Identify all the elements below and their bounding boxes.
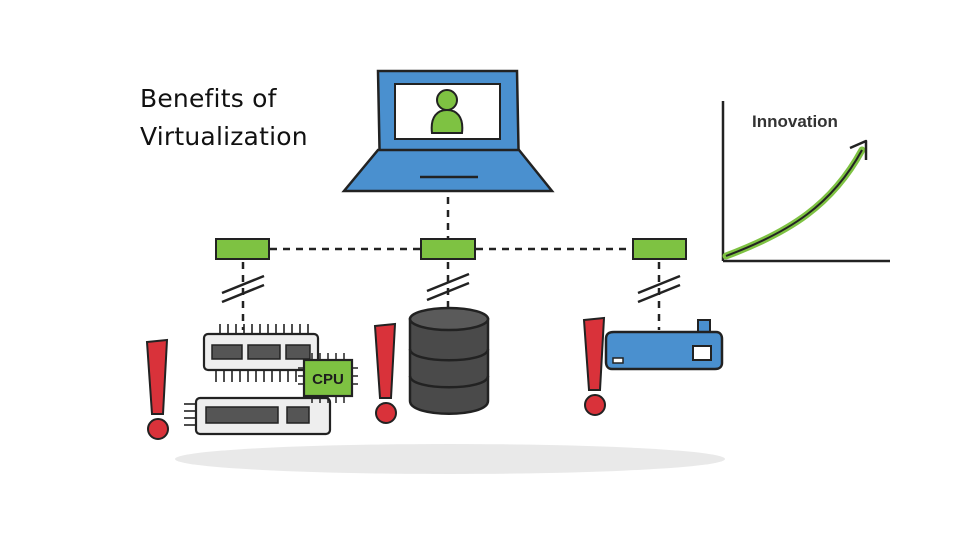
memory-module-icon-lower: [184, 396, 332, 436]
chart-label: Innovation: [752, 112, 838, 131]
title-line-2: Virtualization: [140, 122, 308, 151]
network-node-right: [632, 238, 687, 260]
cpu-label: CPU: [312, 371, 344, 388]
diagram-title: Benefits of Virtualization: [140, 80, 308, 156]
network-node-left: [215, 238, 270, 260]
memory-module-icon-upper: [202, 324, 320, 382]
network-lines: [241, 197, 661, 330]
user-icon: [430, 89, 464, 134]
laptop-icon: [341, 69, 555, 193]
alert-icon-right: [582, 316, 606, 416]
alert-icon-center: [373, 322, 397, 424]
database-icon: [408, 306, 490, 415]
growth-arrow-icon: [722, 139, 868, 260]
innovation-chart: Innovation: [721, 101, 890, 263]
alert-icon-left: [145, 338, 169, 440]
cpu-chip-icon: CPU: [298, 353, 358, 403]
router-icon: [604, 319, 724, 371]
title-line-1: Benefits of: [140, 84, 277, 113]
ground-shadow: [175, 444, 725, 474]
link-break-marks: [221, 272, 681, 304]
network-node-center: [420, 238, 476, 260]
